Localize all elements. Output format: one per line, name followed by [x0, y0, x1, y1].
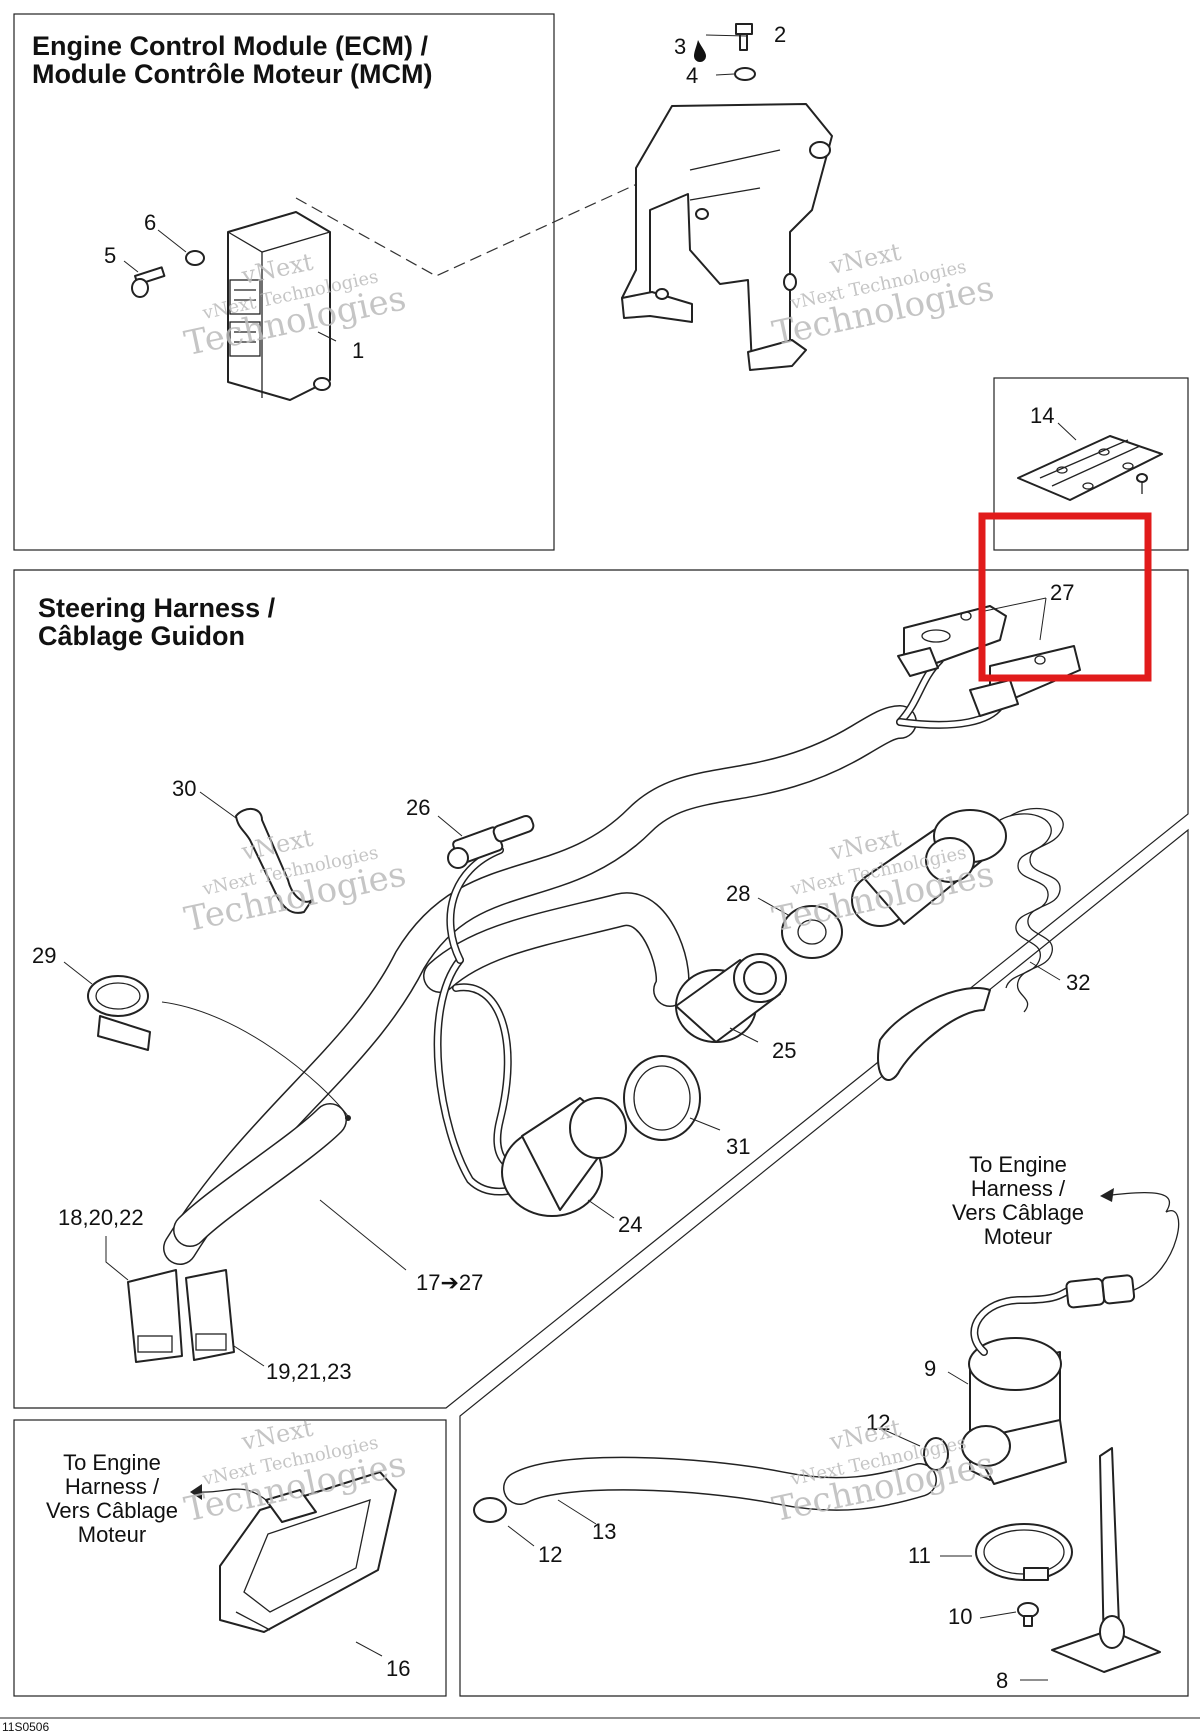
coiled-lanyard-32 [877, 807, 1064, 1081]
callout-30: 30 [172, 776, 196, 801]
callout-14: 14 [1030, 403, 1054, 428]
svg-text:Vers Câblage: Vers Câblage [952, 1200, 1084, 1225]
leader-lines [63, 34, 1077, 1681]
callout-1: 1 [352, 338, 364, 363]
drawing-code: 11S0506 [2, 1720, 49, 1734]
svg-text:Moteur: Moteur [78, 1522, 146, 1547]
cap-24 [501, 1097, 627, 1217]
callout-4: 4 [686, 63, 698, 88]
bolt-2 [735, 23, 753, 51]
hose-clamp-12-left [473, 1497, 507, 1523]
svg-text:Harness /: Harness / [65, 1474, 160, 1499]
callout-24: 24 [618, 1212, 642, 1237]
washer-4 [734, 67, 756, 81]
main-harness-cable [163, 705, 917, 1265]
ecm-bracket [621, 103, 833, 371]
inset-panel-frame-16 [13, 1419, 447, 1697]
callout-16: 16 [386, 1656, 410, 1681]
connector-19 [185, 1269, 235, 1361]
callout-9: 9 [924, 1356, 936, 1381]
callout-3: 3 [674, 34, 686, 59]
callout-18-20-22: 18,20,22 [58, 1205, 144, 1230]
watermark-3: vNext vNext Technologies Technologies [181, 824, 409, 941]
ecm-panel-title: Engine Control Module (ECM) / [32, 31, 428, 61]
ecm-panel-frame [13, 13, 555, 551]
pump-connector [970, 1209, 1180, 1356]
steering-harness-panel-frame [13, 569, 1189, 1409]
callout-13: 13 [592, 1519, 616, 1544]
svg-text:To Engine: To Engine [969, 1152, 1067, 1177]
callout-27: 27 [1050, 580, 1074, 605]
callout-29: 29 [32, 943, 56, 968]
retainer-plate-14 [1017, 435, 1163, 501]
steering-harness-title: Steering Harness / [38, 593, 276, 623]
highlight-box-part-27 [978, 512, 1152, 682]
ecm-module [227, 211, 331, 401]
callout-10: 10 [948, 1604, 972, 1629]
bilge-pump-panel-frame [459, 828, 1189, 1697]
inset-panel-frame-14 [993, 377, 1189, 551]
callout-11: 11 [908, 1543, 931, 1568]
sleeve-cap [851, 809, 1007, 927]
screw-small-14 [1136, 473, 1148, 494]
svg-text:Harness /: Harness / [971, 1176, 1066, 1201]
engine-harness-note-left: To Engine Harness / Vers Câblage Moteur [46, 1450, 178, 1547]
lock-ring-31 [623, 1055, 701, 1141]
svg-text:To Engine: To Engine [63, 1450, 161, 1475]
steering-harness-subtitle: Câblage Guidon [38, 621, 245, 651]
connector-16 [219, 1471, 397, 1633]
ecm-mount-dashed-line [295, 145, 721, 277]
callout-31: 31 [726, 1134, 750, 1159]
washer-28 [781, 905, 843, 959]
sensor-26 [447, 815, 535, 869]
connector-18 [127, 1269, 183, 1363]
hose-13 [503, 1456, 937, 1511]
clip-30 [235, 808, 313, 914]
callout-5: 5 [104, 243, 116, 268]
callout-8: 8 [996, 1668, 1008, 1693]
arrow-to-engine-harness-right [1100, 1188, 1171, 1213]
svg-text:Moteur: Moteur [984, 1224, 1052, 1249]
bilge-pump-9 [961, 1337, 1067, 1485]
mounting-bracket-8 [1051, 1447, 1161, 1673]
callout-28: 28 [726, 881, 750, 906]
callout-26: 26 [406, 795, 430, 820]
ecm-panel-subtitle: Module Contrôle Moteur (MCM) [32, 59, 432, 89]
hose-clamp-12-right [923, 1437, 949, 1471]
washer-28-hole [797, 919, 827, 945]
svg-text:Vers Câblage: Vers Câblage [46, 1498, 178, 1523]
callout-12-upper: 12 [866, 1410, 890, 1435]
callout-17-27: 17➔27 [416, 1270, 483, 1295]
clamp-band-11 [975, 1523, 1073, 1581]
cable-tie-29 [87, 975, 151, 1051]
callout-32: 32 [1066, 970, 1090, 995]
ecm-screw-5 [131, 266, 166, 298]
ecm-washer-6 [185, 250, 205, 266]
switch-25 [675, 953, 787, 1043]
engine-harness-note-right: To Engine Harness / Vers Câblage Moteur [952, 1152, 1084, 1249]
screw-10 [1017, 1602, 1039, 1627]
callout-12-lower: 12 [538, 1542, 562, 1567]
loctite-drop-icon [694, 40, 706, 62]
callout-19-21-23: 19,21,23 [266, 1359, 352, 1384]
arrow-to-engine-harness-left [190, 1484, 267, 1501]
lanyard-cap-27-hole [960, 611, 972, 621]
lanyard-cap-27-lower [969, 645, 1081, 717]
callout-25: 25 [772, 1038, 796, 1063]
leader-dot-17 [345, 1115, 351, 1121]
callout-2: 2 [774, 22, 786, 47]
callout-6: 6 [144, 210, 156, 235]
